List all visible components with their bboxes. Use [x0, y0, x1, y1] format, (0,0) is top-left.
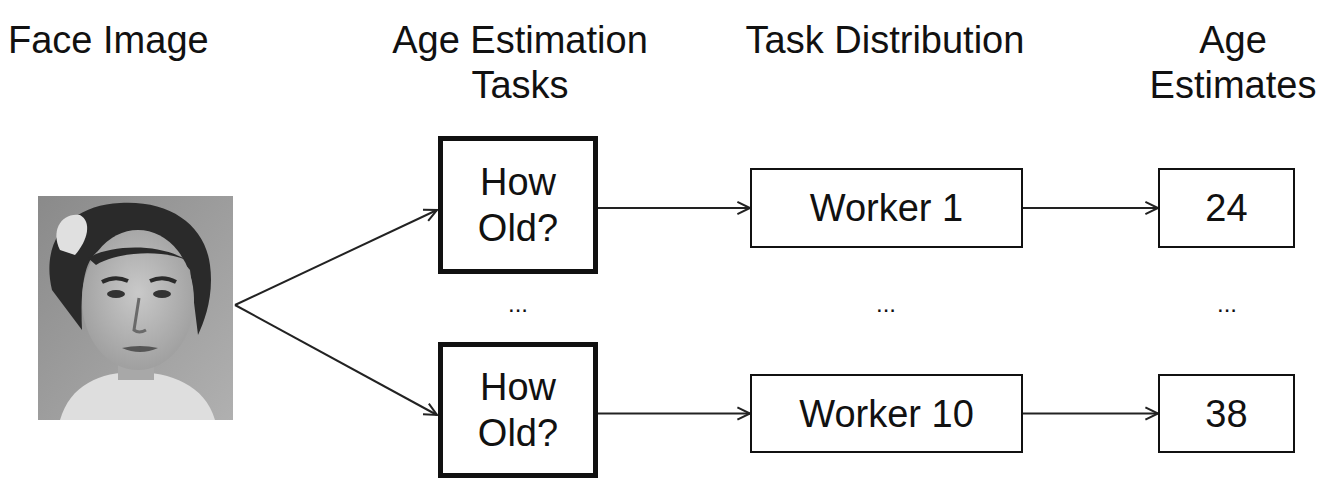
- box-text: How Old?: [443, 159, 593, 251]
- box-text: Worker 1: [810, 185, 963, 231]
- ellipsis: ...: [1197, 290, 1257, 318]
- eyebrow: [150, 278, 176, 282]
- estimate-box: 38: [1158, 374, 1295, 453]
- ellipsis: ...: [856, 290, 916, 318]
- column-header: Age Estimation Tasks: [370, 18, 670, 108]
- flow-arrow: [1023, 207, 1158, 209]
- column-header: Task Distribution: [745, 18, 1025, 63]
- flow-arrow: [598, 207, 750, 209]
- worker-box: Worker 10: [750, 374, 1023, 453]
- ellipsis: ...: [488, 290, 548, 318]
- flow-arrow: [1023, 413, 1158, 415]
- eyebrow: [102, 278, 128, 282]
- hair-flower: [56, 215, 87, 255]
- arrow-head: [423, 210, 437, 221]
- arrow-head: [423, 404, 437, 415]
- photo-arrow: [235, 210, 437, 305]
- column-header: Face Image: [8, 18, 209, 63]
- eye: [107, 290, 125, 298]
- arrow-head: [737, 202, 750, 214]
- eye: [153, 290, 171, 298]
- photo-ground: [38, 196, 233, 420]
- nose: [134, 298, 146, 332]
- task-box: How Old?: [438, 342, 598, 478]
- task-box: How Old?: [438, 136, 598, 274]
- arrow-head: [737, 407, 750, 419]
- box-text: 24: [1205, 185, 1247, 231]
- box-text: Worker 10: [799, 391, 974, 437]
- worker-box: Worker 1: [750, 168, 1023, 248]
- arrow-head: [1145, 407, 1158, 419]
- box-text: 38: [1205, 391, 1247, 437]
- arrow-head: [1145, 202, 1158, 214]
- box-text: How Old?: [443, 364, 593, 456]
- face: [82, 230, 194, 370]
- flow-arrow: [598, 413, 750, 415]
- mouth: [122, 346, 158, 352]
- hair-fringe: [88, 248, 190, 265]
- photo-arrow: [235, 305, 437, 415]
- column-header: Age Estimates: [1123, 18, 1329, 108]
- estimate-box: 24: [1158, 168, 1295, 248]
